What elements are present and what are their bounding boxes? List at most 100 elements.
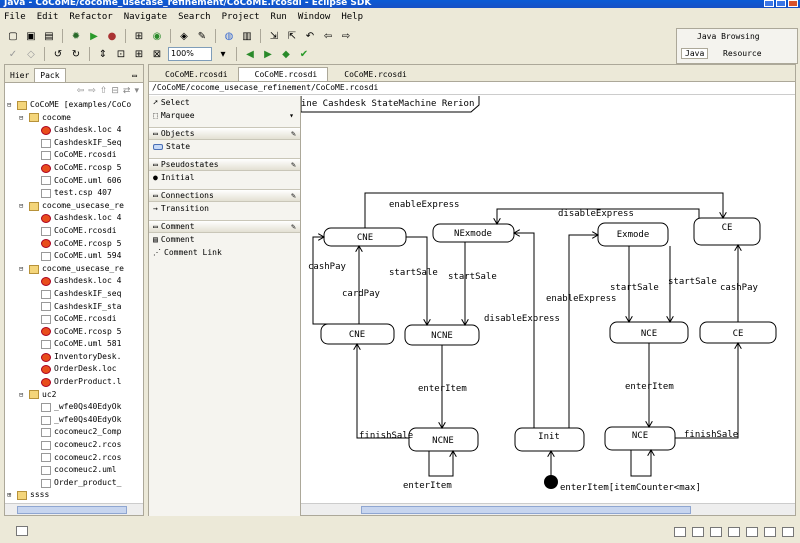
drawer-comment[interactable]: ▭Comment✎ [149,220,300,233]
new-package-icon[interactable]: ⊞ [134,30,144,42]
print-icon[interactable]: ▤ [44,30,54,42]
menu-navigate[interactable]: Navigate [123,12,168,22]
tree-item[interactable]: CashdeskIF_Seq [5,137,143,150]
palette-comment-link[interactable]: ⋰Comment Link [153,248,222,257]
fast-view-icon[interactable] [16,526,28,536]
scrollbar-thumb[interactable] [17,506,127,514]
annotation-icon[interactable]: ▥ [242,30,252,42]
zoom-dropdown-icon[interactable]: ▾ [220,48,226,60]
pin-icon[interactable]: ✎ [291,191,296,200]
debug-icon[interactable]: ✹ [71,30,81,42]
layout-icon[interactable]: ⊡ [116,48,126,60]
drawer-connections[interactable]: ▭Connections✎ [149,189,300,202]
declaration-icon[interactable] [764,526,776,537]
collapse-all-icon[interactable]: ⊟ [111,86,119,96]
tree-item[interactable]: ⊞ssss [5,489,143,502]
javadoc-icon[interactable] [746,526,758,537]
perspective-java-browsing[interactable]: Java Browsing [697,32,760,41]
menu-edit[interactable]: Edit [36,12,59,22]
tree-item[interactable]: CoCoME.rcosdi [5,313,143,326]
close-button[interactable] [788,0,798,7]
tree-item[interactable]: ⊟cocome_usecase_re [5,263,143,276]
palette-initial[interactable]: ●Initial [153,173,195,182]
menu-window[interactable]: Window [297,12,331,22]
tree-item[interactable]: CoCoME.uml 606 [5,175,143,188]
globe-icon[interactable]: ◍ [224,30,234,42]
initial-pseudostate[interactable] [544,475,558,489]
expand-toggle-icon[interactable]: ⊟ [19,113,24,122]
canvas-horizontal-scrollbar[interactable] [301,503,795,515]
tree-item[interactable]: cocomeuc2_Comp [5,426,143,439]
expand-toggle-icon[interactable]: ⊟ [19,201,24,210]
tree-item[interactable]: CoCoME.uml 594 [5,250,143,263]
tree-item[interactable]: OrderDesk.loc [5,363,143,376]
tree-item[interactable]: CashdeskIF_seq [5,288,143,301]
tree-item[interactable]: test.csp 407 [5,187,143,200]
up-icon[interactable]: ⇧ [99,86,108,96]
expand-toggle-icon[interactable]: ⊟ [19,390,24,399]
view-menu-icon[interactable]: ▾ [134,86,139,96]
tasks-icon[interactable] [728,526,740,537]
expand-toggle-icon[interactable]: ⊟ [19,264,24,273]
pin-icon[interactable]: ✎ [291,129,296,138]
tree-item[interactable]: cocomeuc2.uml [5,464,143,477]
last-edit-icon[interactable]: ↶ [305,30,315,42]
nav-left-icon[interactable]: ◀ [246,48,254,60]
outline-icon[interactable] [674,526,686,537]
perspective-resource[interactable]: Resource [723,49,762,58]
open-type-icon[interactable]: ◈ [180,30,188,42]
grid-icon[interactable]: ⊞ [134,48,144,60]
tree-item[interactable]: CoCoME.rcosp 5 [5,326,143,339]
tree-item[interactable]: CoCoME.rcosp 5 [5,162,143,175]
menu-search[interactable]: Search [178,12,211,22]
expand-toggle-icon[interactable]: ⊟ [7,101,12,109]
redo-icon[interactable]: ↻ [71,48,81,60]
state-ce-top[interactable] [693,217,761,246]
tree-item[interactable]: ⊟uc2 [5,389,143,402]
editor-tab[interactable]: CoCoME.rcosdi [344,70,407,79]
tree-item[interactable]: Order_product_ [5,477,143,490]
tree-item[interactable]: Cashdesk.loc 4 [5,275,143,288]
tree-item[interactable]: OrderProduct.l [5,376,143,389]
palette-state[interactable]: State [149,140,300,153]
tree-item[interactable]: cocomeuc2.rcos [5,452,143,465]
scrollbar-thumb[interactable] [361,506,691,514]
problems-icon[interactable] [692,526,704,537]
tree-item[interactable]: CoCoME.rcosdi [5,149,143,162]
perspective-java[interactable]: Java [681,48,709,59]
validate-check-icon[interactable]: ✔ [299,48,309,60]
tree-item[interactable]: _wfe0Qs40EdyOk [5,401,143,414]
diagram-canvas[interactable]: ine Cashdesk StateMachine Rerion CNE NEx… [301,96,795,503]
expand-toggle-icon[interactable]: ⊞ [7,491,12,500]
palette-transition[interactable]: →Transition [153,204,209,213]
tree-item[interactable]: CoCoME.rcosp 5 [5,238,143,251]
progress-icon[interactable] [782,526,794,537]
undo-icon[interactable]: ↺ [53,48,63,60]
tag-icon[interactable]: ◇ [27,48,35,60]
palette-comment[interactable]: ▤Comment [153,235,195,244]
run-icon[interactable]: ▶ [90,30,98,42]
minimize-panel-icon[interactable]: ▭ [132,71,137,80]
prev-annotation-icon[interactable]: ⇱ [287,30,297,42]
maximize-button[interactable] [776,0,786,7]
tree-item[interactable]: Cashdesk.loc 4 [5,124,143,137]
pin-icon[interactable]: ✎ [291,222,296,231]
search-icon[interactable]: ✎ [197,30,207,42]
menu-file[interactable]: File [4,12,26,22]
drawer-objects[interactable]: ▭Objects✎ [149,127,300,140]
horizontal-scrollbar[interactable] [5,503,143,515]
tree-item[interactable]: ⊟cocome_usecase_re [5,200,143,213]
check-icon[interactable]: ✓ [8,48,18,60]
nav-right-icon[interactable]: ▶ [264,48,272,60]
new-icon[interactable]: ▢ [8,30,18,42]
menu-help[interactable]: Help [341,12,364,22]
tree-item[interactable]: CoCoME.rcosdi [5,225,143,238]
pin-icon[interactable]: ✎ [291,160,296,169]
console-icon[interactable] [710,526,722,537]
drawer-pseudostates[interactable]: ▭Pseudostates✎ [149,158,300,171]
tab-package-explorer[interactable]: Pack [34,68,66,82]
tree-item[interactable]: cocomeuc2.rcos [5,439,143,452]
editor-tab-active[interactable]: CoCoME.rcosdi [237,67,329,81]
save-icon[interactable]: ▣ [26,30,36,42]
tree-item[interactable]: ⊟cocome [5,112,143,125]
